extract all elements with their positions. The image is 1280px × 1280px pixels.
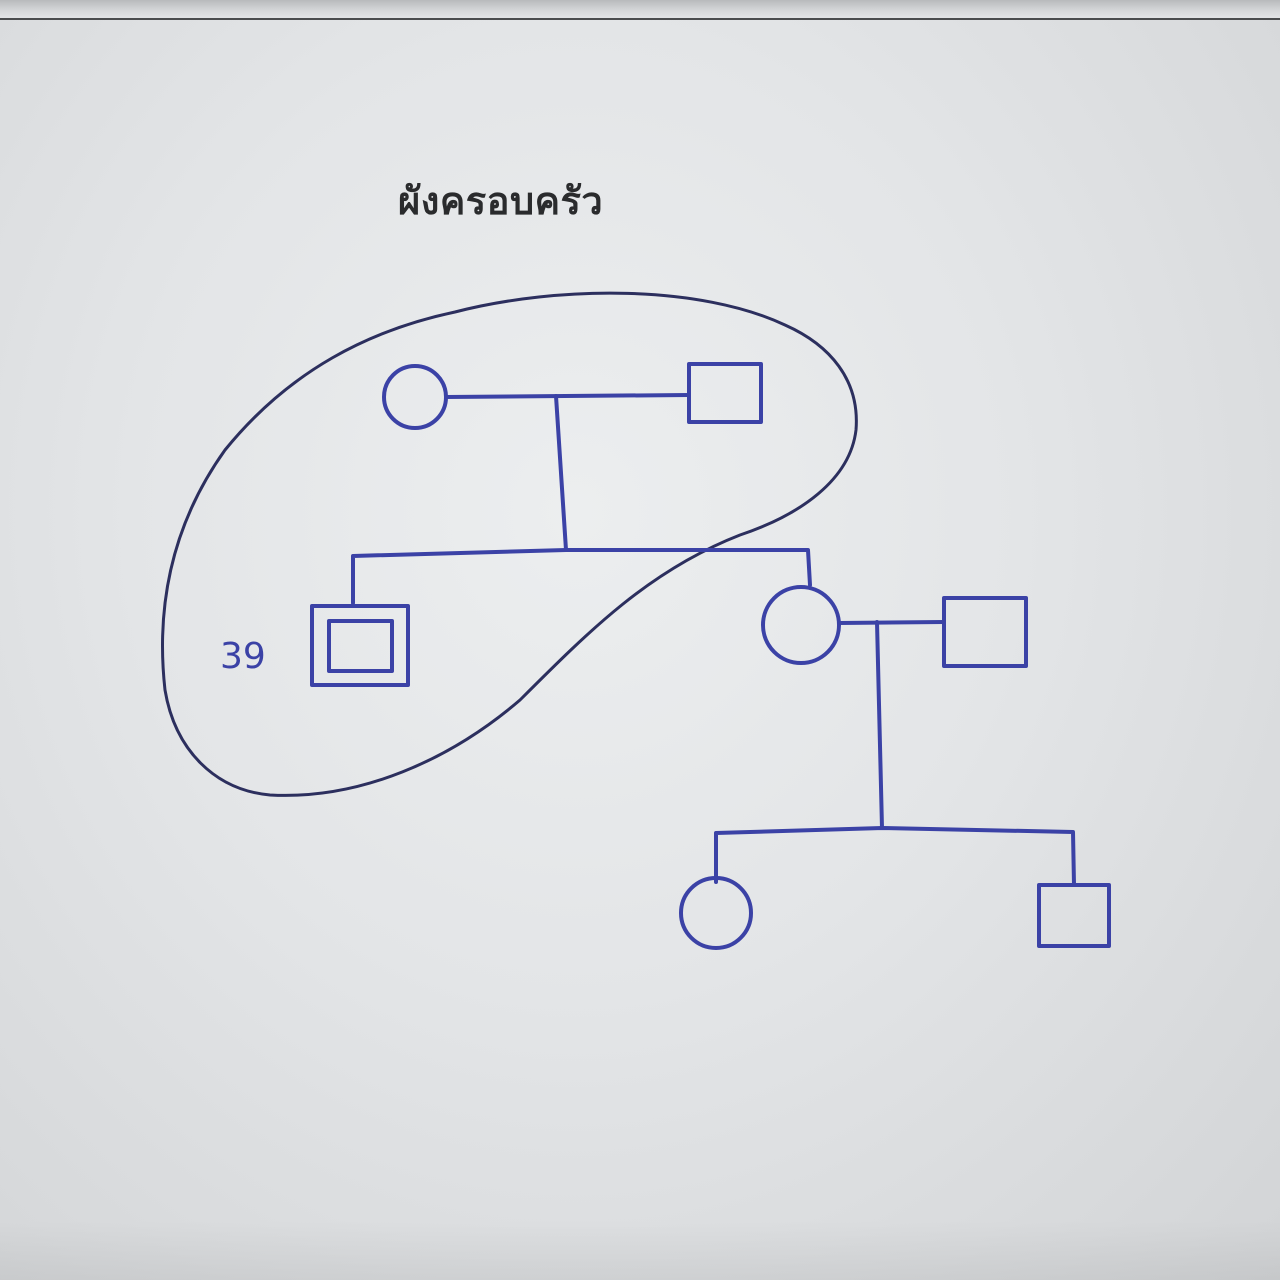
sister-descent-line xyxy=(875,620,884,830)
children-line xyxy=(714,826,1076,887)
grandparents-marriage-line xyxy=(444,393,691,399)
sister-marriage-line xyxy=(837,620,946,625)
siblings-line xyxy=(351,548,812,605)
paper-top-edge xyxy=(0,0,1280,20)
niece-symbol xyxy=(679,876,753,950)
brother-in-law-symbol xyxy=(942,596,1028,668)
grandmother-symbol xyxy=(382,364,448,430)
paper-bottom-shadow xyxy=(0,1220,1280,1280)
index-person-age-label: 39 xyxy=(220,636,266,677)
nephew-symbol xyxy=(1037,883,1111,948)
diagram-title: ผังครอบครัว xyxy=(398,179,604,223)
index-person-inner-square xyxy=(327,619,394,673)
grandfather-symbol xyxy=(687,362,763,424)
grandparents-descent-line xyxy=(554,394,568,552)
household-boundary xyxy=(161,291,858,797)
index-person-outer-square xyxy=(310,604,410,687)
sister-symbol xyxy=(761,585,841,665)
